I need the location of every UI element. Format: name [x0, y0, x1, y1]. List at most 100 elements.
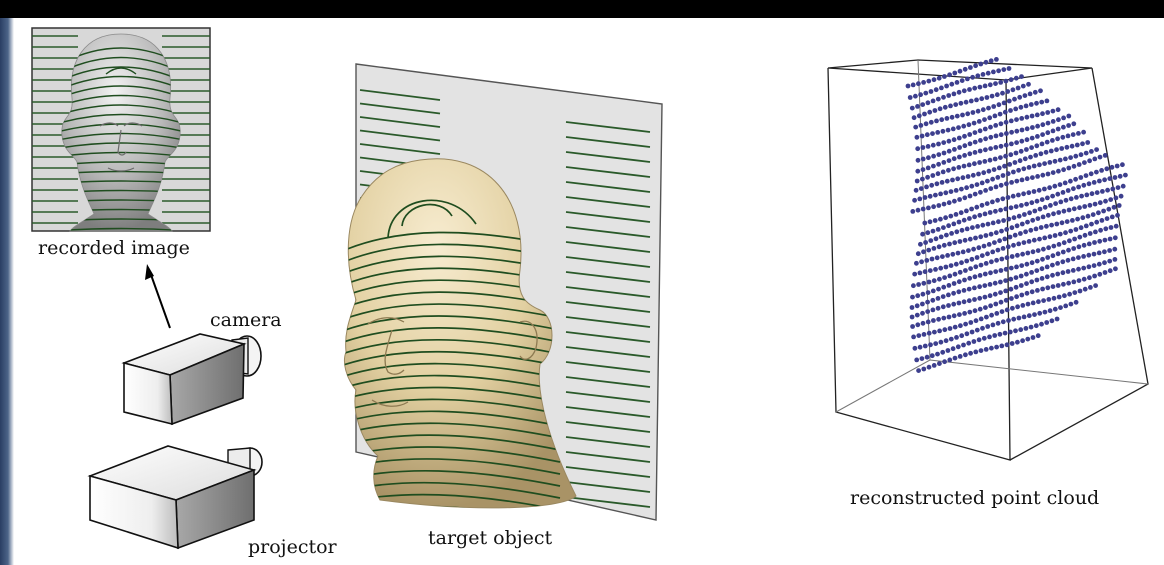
cloud-point	[984, 347, 989, 352]
cloud-point	[1004, 298, 1009, 303]
cloud-point	[1045, 255, 1050, 260]
cloud-point	[1022, 315, 1027, 320]
cloud-point	[1013, 233, 1018, 238]
cloud-point	[948, 326, 953, 331]
cloud-point	[1024, 202, 1029, 207]
cloud-point	[931, 289, 936, 294]
cloud-point	[1016, 193, 1021, 198]
cloud-point	[990, 94, 995, 99]
cloud-point	[910, 295, 915, 300]
cloud-point	[915, 322, 920, 327]
cloud-point	[936, 317, 941, 322]
cloud-point	[965, 111, 970, 116]
cloud-point	[932, 330, 937, 335]
cloud-point	[986, 71, 991, 76]
cloud-point	[1063, 181, 1068, 186]
cloud-point	[1031, 301, 1036, 306]
cloud-point	[1056, 117, 1061, 122]
cloud-point	[920, 302, 925, 307]
cloud-point	[1014, 76, 1019, 81]
cloud-point	[978, 149, 983, 154]
cloud-point	[977, 337, 982, 342]
cloud-point	[958, 239, 963, 244]
cloud-point	[1102, 177, 1107, 182]
cloud-point	[1072, 290, 1077, 295]
cloud-point	[994, 185, 999, 190]
cloud-point	[1071, 257, 1076, 262]
cloud-point	[1087, 242, 1092, 247]
cloud-point	[1000, 309, 1005, 314]
cloud-point	[998, 112, 1003, 117]
cloud-point	[1063, 157, 1068, 162]
cloud-point	[993, 157, 998, 162]
cloud-point	[1010, 306, 1015, 311]
cloud-point	[1066, 258, 1071, 263]
cloud-point	[1063, 304, 1068, 309]
cloud-point	[929, 120, 934, 125]
cloud-point	[962, 299, 967, 304]
cloud-point	[952, 281, 957, 286]
cloud-point	[1014, 151, 1019, 156]
cloud-point	[1055, 192, 1060, 197]
cloud-point	[1000, 196, 1005, 201]
cloud-point	[998, 280, 1003, 285]
cloud-point	[1006, 217, 1011, 222]
cloud-point	[1072, 206, 1077, 211]
cloud-point	[1055, 272, 1060, 277]
cloud-point	[989, 346, 994, 351]
cloud-point	[958, 69, 963, 74]
cloud-point	[1009, 77, 1014, 82]
cloud-point	[988, 146, 993, 151]
cloud-point	[1120, 162, 1125, 167]
cloud-point	[977, 213, 982, 218]
cloud-point	[956, 289, 961, 294]
cloud-point	[1059, 146, 1064, 151]
cloud-point	[932, 246, 937, 251]
cloud-point	[973, 130, 978, 135]
cloud-point	[992, 240, 997, 245]
cloud-point	[1071, 246, 1076, 251]
cloud-point	[1009, 130, 1014, 135]
cloud-point	[1025, 126, 1030, 131]
cloud-point	[1108, 268, 1113, 273]
cloud-point	[967, 216, 972, 221]
cloud-point	[1076, 267, 1081, 272]
cloud-point	[997, 238, 1002, 243]
cloud-point	[1048, 308, 1053, 313]
cloud-point	[995, 198, 1000, 203]
cloud-point	[996, 219, 1001, 224]
cloud-point	[1006, 318, 1011, 323]
cloud-point	[1001, 218, 1006, 223]
cloud-point	[992, 333, 997, 338]
cloud-point	[1029, 270, 1034, 275]
cloud-point	[934, 236, 939, 241]
cloud-point	[974, 318, 979, 323]
cloud-point	[926, 79, 931, 84]
cloud-point	[1011, 87, 1016, 92]
cloud-point	[957, 136, 962, 141]
cloud-point	[973, 264, 978, 269]
cloud-point	[1061, 125, 1066, 130]
cloud-point	[1025, 291, 1030, 296]
cloud-point	[1045, 265, 1050, 270]
cloud-point	[973, 274, 978, 279]
cloud-point	[1051, 244, 1056, 249]
cloud-point	[931, 229, 936, 234]
cloud-point	[967, 163, 972, 168]
cloud-point	[983, 188, 988, 193]
cloud-point	[999, 183, 1004, 188]
cloud-point	[913, 94, 918, 99]
cloud-point	[1101, 209, 1106, 214]
cloud-point	[978, 234, 983, 239]
cloud-point	[968, 141, 973, 146]
cloud-point	[951, 126, 956, 131]
cloud-point	[1031, 335, 1036, 340]
cloud-point	[942, 74, 947, 79]
cloud-point	[988, 303, 993, 308]
cloud-point	[971, 247, 976, 252]
cloud-point	[1093, 202, 1098, 207]
cloud-point	[1005, 342, 1010, 347]
cloud-point	[1089, 149, 1094, 154]
cloud-point	[1014, 140, 1019, 145]
